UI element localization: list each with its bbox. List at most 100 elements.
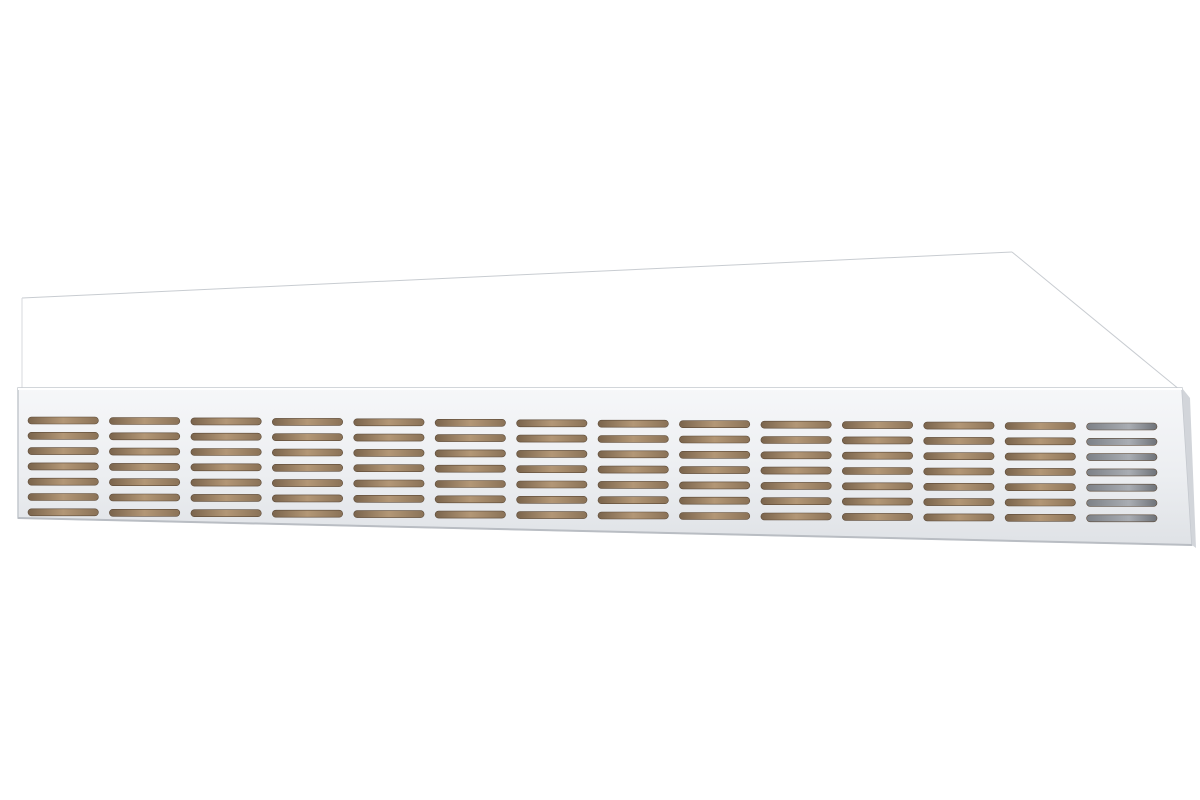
grille-slot	[679, 420, 751, 429]
grille-slot	[760, 482, 832, 490]
grille-slot	[190, 432, 262, 441]
grille-slot	[271, 463, 343, 472]
grille-slot	[1086, 453, 1158, 461]
grille-slot	[516, 450, 588, 458]
grille-slot	[27, 508, 99, 517]
grille-slot	[27, 416, 99, 425]
grille-slot	[353, 449, 425, 457]
grille-slot	[434, 434, 506, 442]
grille-top-outline	[21, 251, 1181, 391]
grille-slots	[27, 416, 1158, 523]
grille-slot	[353, 418, 425, 427]
grille-slot	[760, 420, 832, 429]
grille-slot	[923, 513, 995, 522]
grille-slot	[923, 467, 995, 476]
grille-slot	[1004, 468, 1076, 476]
grille-slot	[679, 481, 751, 490]
grille-slot	[434, 449, 506, 458]
grille-slot	[1086, 483, 1158, 492]
grille-slot	[760, 451, 832, 460]
grille-slot	[27, 447, 99, 455]
grille-slot	[597, 435, 669, 443]
grille-slot	[679, 435, 751, 444]
grille-slot	[597, 450, 669, 459]
grille-slot	[434, 480, 506, 488]
grille-slot	[679, 496, 751, 505]
grille-slot	[1004, 498, 1076, 507]
grille-slot	[109, 508, 181, 517]
grille-slot	[271, 448, 343, 457]
grille-slot	[923, 452, 995, 461]
grille-slot	[190, 494, 262, 502]
grille-slot	[679, 512, 751, 520]
grille-slot	[760, 466, 832, 475]
grille-slot	[1004, 437, 1076, 446]
grille-slot	[841, 436, 913, 445]
grille-slot	[516, 511, 588, 519]
grille-slot	[760, 512, 832, 521]
grille-slot	[109, 478, 181, 487]
grille-slot	[1004, 513, 1076, 522]
grille-slot	[190, 448, 262, 456]
grille-slot	[597, 481, 669, 489]
grille-slot	[271, 509, 343, 518]
grille-slot	[27, 477, 99, 486]
grille-slot	[27, 462, 99, 471]
grille-slot	[841, 513, 913, 521]
grille-slot	[27, 493, 99, 501]
grille-slot	[271, 418, 343, 426]
grille-slot	[27, 431, 99, 440]
grille-slot	[434, 495, 506, 504]
grille-slot	[1086, 422, 1158, 431]
grille-slot	[434, 510, 506, 519]
grille-slot	[190, 463, 262, 472]
grille-slot	[109, 417, 181, 425]
grille-slot	[841, 451, 913, 460]
grille-slot	[841, 467, 913, 475]
grille-slot	[1086, 468, 1158, 477]
grille-slot	[1086, 437, 1158, 446]
grille-slot	[516, 434, 588, 443]
grille-slot	[109, 463, 181, 471]
grille-slot	[1086, 514, 1158, 523]
grille-slot	[841, 421, 913, 429]
grille-slot	[1004, 483, 1076, 492]
grille-slot	[353, 479, 425, 488]
grille-slot	[841, 497, 913, 506]
grille-slot	[597, 496, 669, 505]
grille-slot	[841, 482, 913, 491]
grille-slot	[271, 433, 343, 442]
grille-slot	[353, 494, 425, 503]
grille-slot	[190, 478, 262, 487]
grille-slot	[1004, 452, 1076, 461]
grille-slot	[190, 509, 262, 518]
grille-slot	[353, 510, 425, 518]
grille-slot	[516, 465, 588, 474]
grille-slot	[353, 464, 425, 473]
grille-slot	[679, 450, 751, 459]
grille-slot	[679, 466, 751, 474]
grille-slot	[516, 495, 588, 504]
grille-slot	[597, 419, 669, 428]
grille-slot	[923, 482, 995, 491]
grille-slot	[109, 447, 181, 456]
grille-slot	[434, 464, 506, 473]
grille-slot	[271, 479, 343, 487]
grille-slot	[1004, 422, 1076, 430]
grille-slot	[190, 417, 262, 426]
grille-slot	[923, 498, 995, 506]
grille-slot	[760, 436, 832, 444]
grille-slot	[923, 437, 995, 445]
grille-slot	[109, 432, 181, 441]
grille-slot	[760, 497, 832, 506]
grille-slot	[516, 480, 588, 489]
grille-slot	[353, 433, 425, 442]
grille-slot	[597, 465, 669, 474]
grille-slot	[516, 419, 588, 428]
grille-slot	[271, 494, 343, 503]
grille-slot	[923, 421, 995, 430]
grille-slot	[109, 493, 181, 502]
grille-slot	[1086, 499, 1158, 507]
grille-slot	[434, 418, 506, 427]
